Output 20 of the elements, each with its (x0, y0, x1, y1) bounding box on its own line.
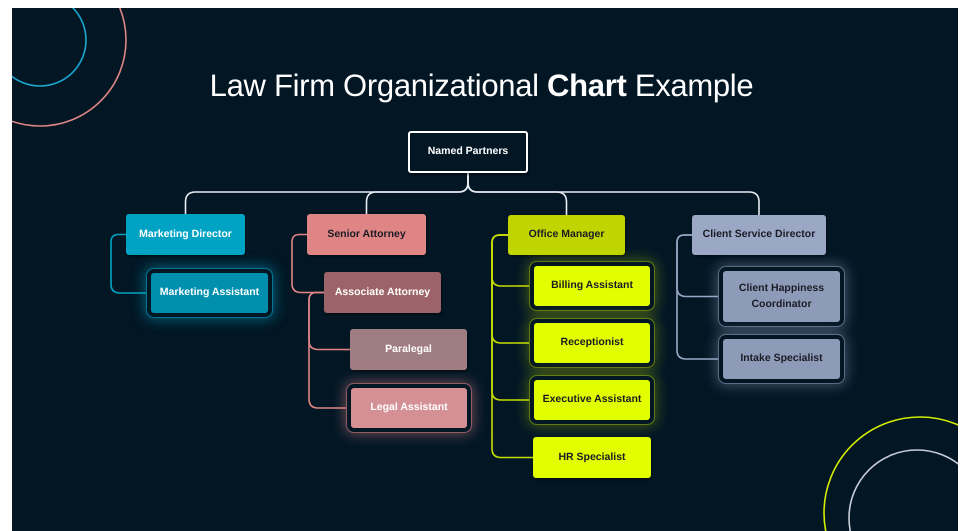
role-box: Marketing Director (126, 214, 245, 255)
role-box: Executive Assistant (534, 380, 650, 420)
connector-line (308, 292, 346, 409)
role-box: Legal Assistant (351, 388, 467, 428)
role-box: HR Specialist (533, 437, 651, 478)
role-box: Client Service Director (692, 215, 826, 255)
role-box: Intake Specialist (723, 339, 840, 379)
role-box: Paralegal (350, 329, 467, 370)
role-box: Receptionist (534, 323, 650, 363)
role-box: Marketing Assistant (151, 273, 268, 313)
role-box: Associate Attorney (324, 272, 441, 313)
connector-line (676, 234, 718, 360)
root-role-box: Named Partners (408, 131, 528, 173)
chart-title: Law Firm Organizational Chart Example (208, 68, 754, 104)
role-box: Senior Attorney (307, 214, 426, 255)
role-box: Billing Assistant (534, 266, 650, 306)
role-box: Office Manager (508, 215, 625, 255)
connector-line (491, 234, 533, 458)
role-box: Client Happiness Coordinator (723, 271, 840, 322)
connector-line (467, 173, 760, 215)
